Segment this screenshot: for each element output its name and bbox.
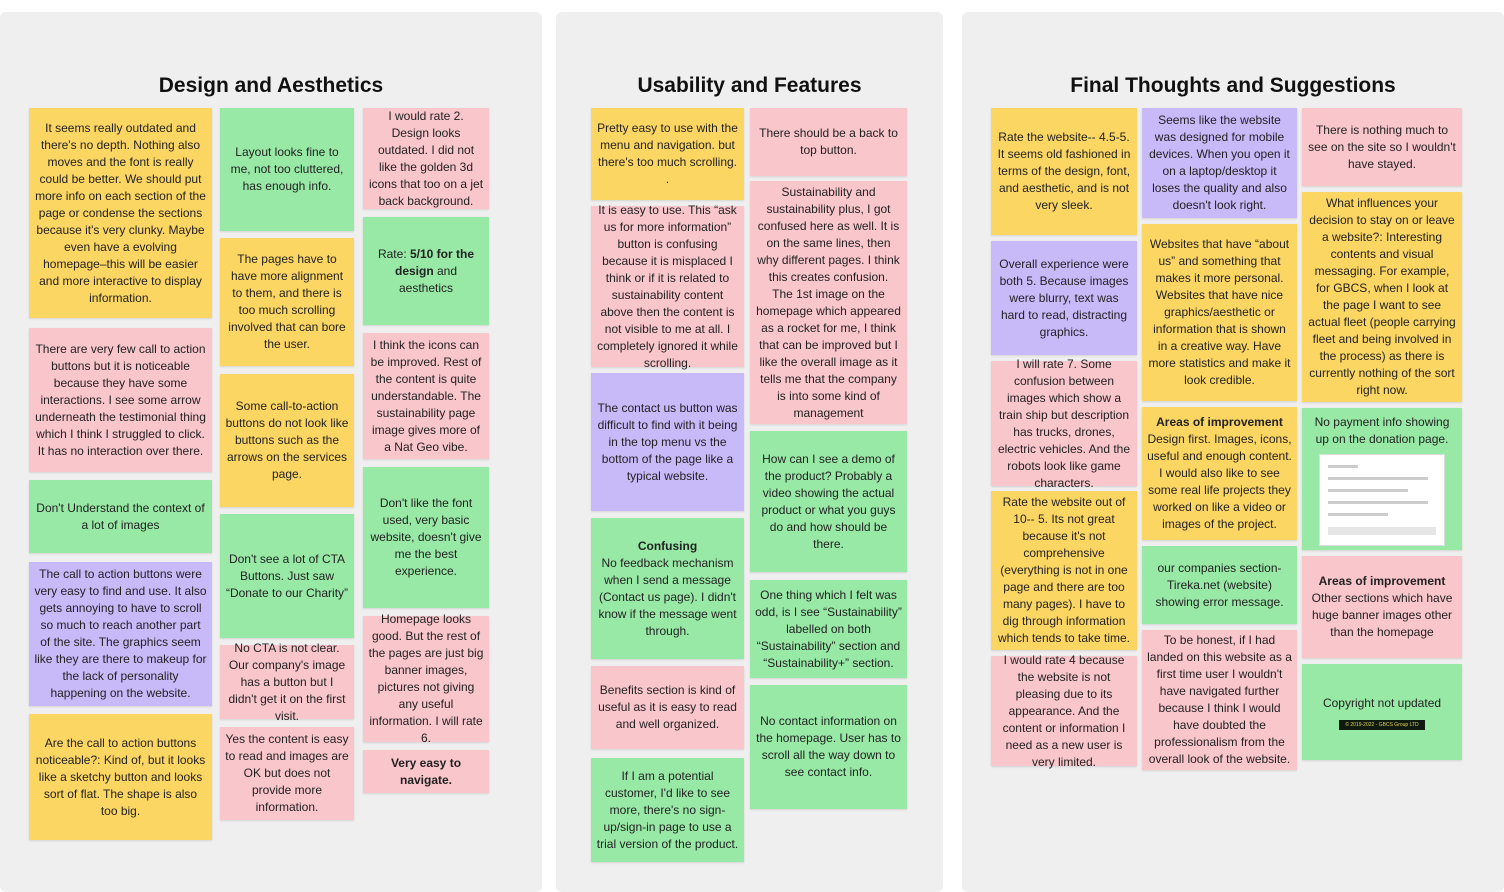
- sticky-note[interactable]: There should be a back to top button.: [750, 108, 907, 176]
- sticky-note[interactable]: The pages have to have more alignment to…: [220, 238, 354, 366]
- sticky-note[interactable]: Benefits section is kind of useful as it…: [591, 666, 744, 749]
- note-text: Seems like the website was designed for …: [1149, 113, 1290, 212]
- sticky-note[interactable]: Are the call to action buttons noticeabl…: [29, 714, 212, 840]
- sticky-note[interactable]: The contact us button was difficult to f…: [591, 373, 744, 511]
- sticky-note[interactable]: If I am a potential customer, I'd like t…: [591, 758, 744, 862]
- sticky-note[interactable]: To be honest, if I had landed on this we…: [1142, 630, 1297, 770]
- note-text: Rate the website-- 4.5-5. It seems old f…: [997, 130, 1131, 212]
- sticky-note[interactable]: Confusing No feedback mechanism when I s…: [591, 518, 744, 659]
- sticky-note[interactable]: Rate: 5/10 for the design and aesthetics: [363, 217, 489, 325]
- note-text: What influences your decision to stay on…: [1308, 196, 1456, 397]
- note-text: Design first. Images, icons, useful and …: [1147, 432, 1292, 531]
- note-heading: Areas of improvement: [1156, 415, 1283, 429]
- note-text: Websites that have “about us” and someth…: [1148, 237, 1291, 387]
- note-text: I would rate 4 because the website is no…: [1002, 652, 1126, 769]
- note-text: I think the icons can be improved. Rest …: [370, 337, 482, 454]
- note-text: Very easy to navigate.: [390, 755, 462, 787]
- note-text: No feedback mechanism when I send a mess…: [598, 555, 737, 638]
- note-text: The contact us button was difficult to f…: [597, 400, 738, 483]
- sticky-note[interactable]: Very easy to navigate.: [363, 750, 489, 793]
- sticky-note[interactable]: There is nothing much to see on the site…: [1302, 108, 1462, 186]
- section-title-usability: Usability and Features: [637, 74, 862, 97]
- note-text: Don't see a lot of CTA Buttons. Just saw…: [225, 551, 349, 600]
- note-text: Benefits section is kind of useful as it…: [598, 683, 737, 731]
- note-text: No contact information on the homepage. …: [756, 714, 901, 779]
- sticky-note[interactable]: our companies section- Tireka.net (websi…: [1142, 546, 1297, 624]
- note-text: Rate: 5/10 for the design and aesthetics: [368, 246, 484, 297]
- sticky-note[interactable]: Homepage looks good. But the rest of the…: [363, 612, 489, 745]
- note-text: Other sections which have huge banner im…: [1311, 591, 1453, 639]
- sticky-note[interactable]: Copyright not updated © 2019-2022 - GBCS…: [1302, 664, 1462, 760]
- note-text: It seems really outdated and there's no …: [35, 120, 206, 305]
- sticky-note[interactable]: No contact information on the homepage. …: [750, 685, 907, 809]
- sticky-note[interactable]: Don't Understand the context of a lot of…: [29, 480, 212, 553]
- note-text: There are very few call to action button…: [35, 341, 206, 458]
- sticky-note[interactable]: Rate the website out of 10-- 5. Its not …: [991, 491, 1137, 650]
- note-text: Pretty easy to use with the menu and nav…: [597, 121, 738, 186]
- sticky-note[interactable]: Areas of improvement Other sections whic…: [1302, 556, 1462, 658]
- sticky-note[interactable]: I think the icons can be improved. Rest …: [363, 333, 489, 459]
- sticky-note[interactable]: It seems really outdated and there's no …: [29, 108, 212, 318]
- sticky-note[interactable]: How can I see a demo of the product? Pro…: [750, 431, 907, 572]
- note-text: To be honest, if I had landed on this we…: [1147, 633, 1292, 766]
- sticky-note[interactable]: There are very few call to action button…: [29, 328, 212, 472]
- note-text: I will rate 7. Some confusion between im…: [997, 356, 1131, 490]
- note-heading: Areas of improvement: [1318, 574, 1446, 588]
- sticky-note[interactable]: Websites that have “about us” and someth…: [1142, 224, 1297, 401]
- sticky-note[interactable]: No payment info showing up on the donati…: [1302, 408, 1462, 550]
- note-text: Are the call to action buttons noticeabl…: [35, 735, 206, 818]
- note-heading: Confusing: [637, 538, 698, 553]
- note-text: There is nothing much to see on the site…: [1308, 122, 1456, 171]
- note-text: The 1st image on the homepage which appe…: [756, 286, 901, 420]
- note-text: No CTA is not clear. Our company's image…: [228, 640, 346, 723]
- note-text: Yes the content is easy to read and imag…: [225, 732, 349, 814]
- sticky-note[interactable]: Overall experience were both 5. Because …: [991, 241, 1137, 355]
- sticky-note[interactable]: I would rate 2. Design looks outdated. I…: [363, 108, 489, 209]
- section-title-design: Design and Aesthetics: [158, 74, 384, 97]
- sticky-note[interactable]: Some call-to-action buttons do not look …: [220, 374, 354, 507]
- sticky-note[interactable]: It is easy to use. This “ask us for more…: [591, 203, 744, 370]
- sticky-note[interactable]: Areas of improvement Design first. Image…: [1142, 407, 1297, 540]
- note-text: One thing which I felt was odd, is I see…: [755, 587, 902, 670]
- sticky-note[interactable]: No CTA is not clear. Our company's image…: [220, 641, 354, 723]
- sticky-note[interactable]: Rate the website-- 4.5-5. It seems old f…: [991, 108, 1137, 235]
- note-text: Rate the website out of 10-- 5. Its not …: [997, 495, 1131, 645]
- sticky-note[interactable]: Layout looks fine to me, not too clutter…: [220, 108, 354, 231]
- note-text: How can I see a demo of the product? Pro…: [761, 451, 896, 551]
- donation-page-screenshot: [1319, 454, 1445, 546]
- note-text: I would rate 2. Design looks outdated. I…: [368, 108, 484, 208]
- note-text: Overall experience were both 5. Because …: [999, 256, 1129, 339]
- note-text: The pages have to have more alignment to…: [228, 252, 346, 351]
- sticky-note[interactable]: Pretty easy to use with the menu and nav…: [591, 108, 744, 200]
- sticky-note[interactable]: The call to action buttons were very eas…: [29, 562, 212, 706]
- note-text: The call to action buttons were very eas…: [34, 567, 207, 700]
- note-text-suffix: and aesthetics: [398, 263, 458, 295]
- note-text: No payment info showing up on the donati…: [1314, 415, 1450, 446]
- copyright-badge: © 2019-2022 - GBCS Group LTD: [1339, 719, 1425, 730]
- note-text: Layout looks fine to me, not too clutter…: [230, 145, 344, 193]
- note-text: our companies section- Tireka.net (websi…: [1155, 560, 1284, 609]
- sticky-note[interactable]: Sustainability and sustainability plus, …: [750, 181, 907, 424]
- section-title-final: Final Thoughts and Suggestions: [1070, 74, 1396, 97]
- sticky-note[interactable]: Yes the content is easy to read and imag…: [220, 727, 354, 820]
- sticky-note[interactable]: I will rate 7. Some confusion between im…: [991, 357, 1137, 490]
- note-text: Sustainability and sustainability plus, …: [757, 184, 900, 284]
- note-text: Homepage looks good. But the rest of the…: [368, 612, 484, 745]
- sticky-note[interactable]: Seems like the website was designed for …: [1142, 108, 1297, 218]
- note-text: There should be a back to top button.: [759, 126, 898, 157]
- note-text: Copyright not updated: [1322, 695, 1442, 710]
- note-text-bold: 5/10 for the design: [394, 246, 475, 278]
- note-text: It is easy to use. This “ask us for more…: [597, 202, 738, 370]
- note-text: If I am a potential customer, I'd like t…: [596, 768, 739, 851]
- note-text: Don't like the font used, very basic web…: [370, 496, 482, 578]
- note-text-prefix: Rate:: [377, 246, 410, 261]
- note-text: Some call-to-action buttons do not look …: [225, 399, 349, 481]
- sticky-note[interactable]: What influences your decision to stay on…: [1302, 192, 1462, 402]
- sticky-note[interactable]: One thing which I felt was odd, is I see…: [750, 580, 907, 678]
- note-text: Don't Understand the context of a lot of…: [36, 500, 205, 532]
- sticky-note[interactable]: Don't see a lot of CTA Buttons. Just saw…: [220, 514, 354, 638]
- sticky-note[interactable]: Don't like the font used, very basic web…: [363, 467, 489, 608]
- sticky-note[interactable]: I would rate 4 because the website is no…: [991, 653, 1137, 769]
